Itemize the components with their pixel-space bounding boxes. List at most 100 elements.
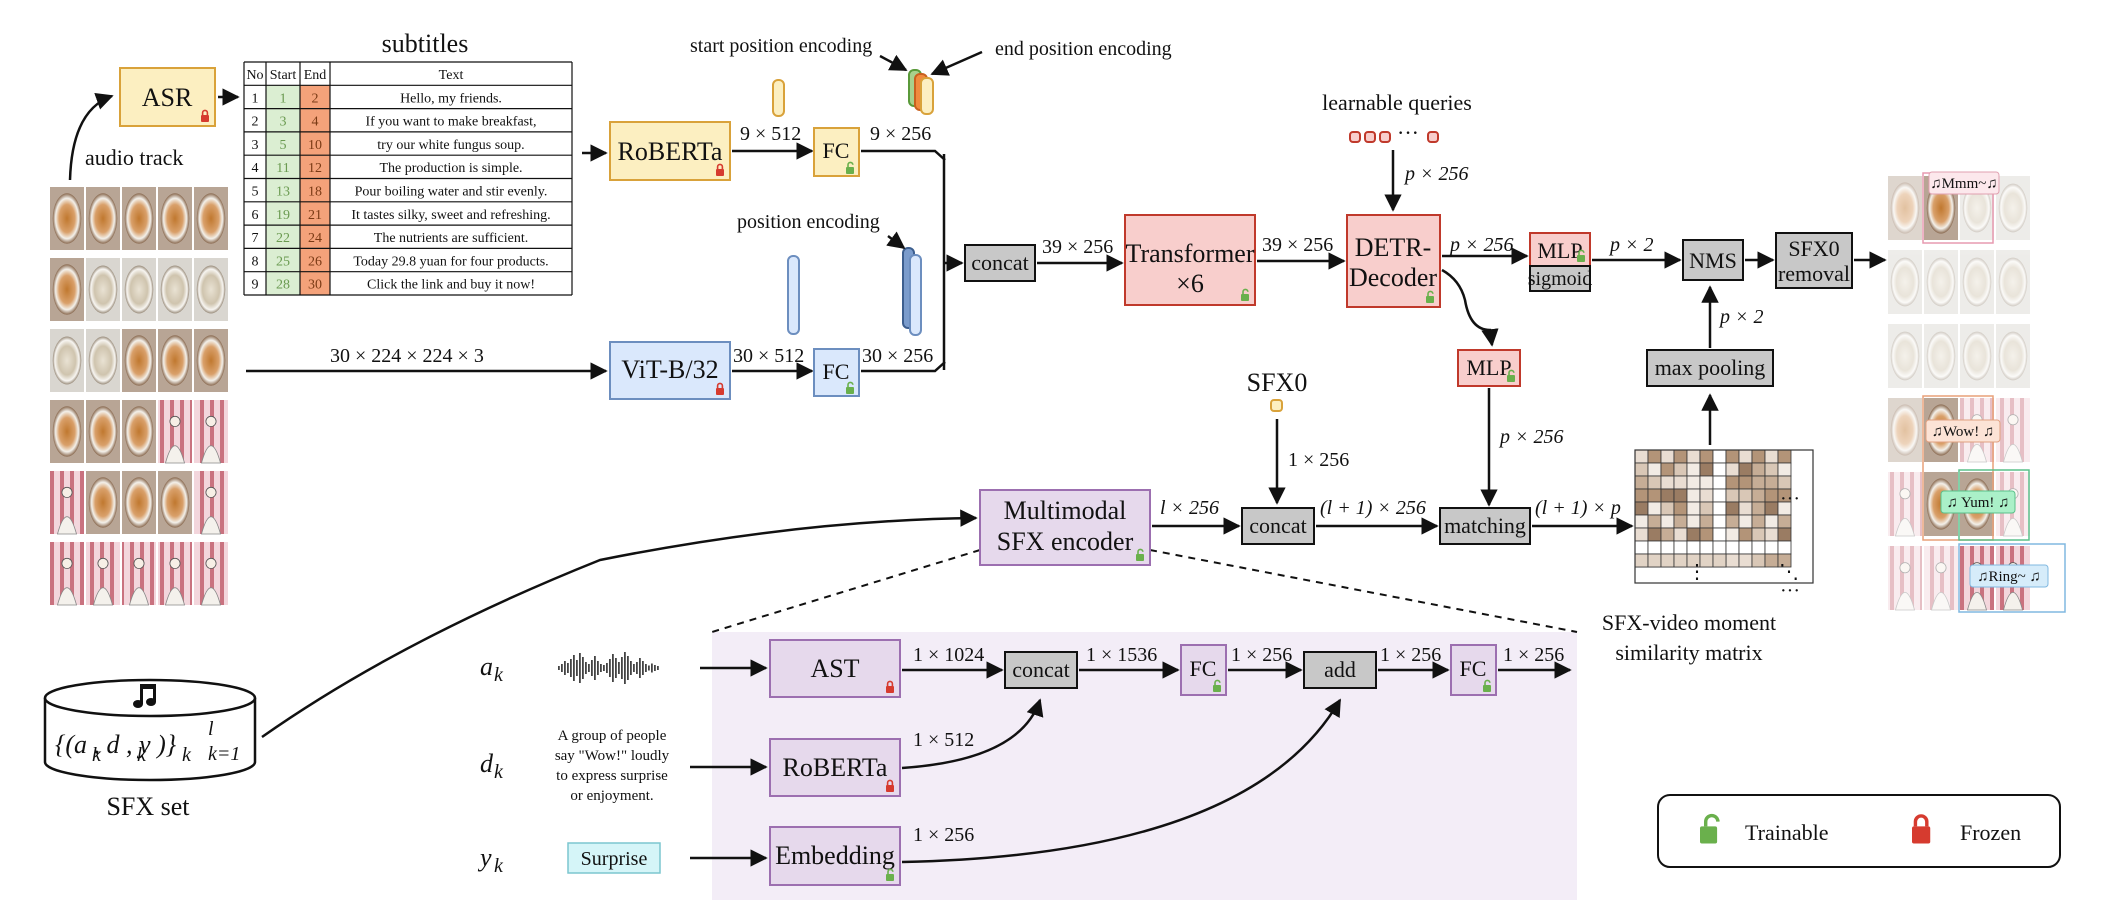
input-dk-sub: k xyxy=(494,761,504,783)
trainable-lock-icon xyxy=(1213,679,1221,692)
input-frame xyxy=(86,471,120,534)
multimodal-line2: SFX encoder xyxy=(997,527,1134,556)
matrix-cell xyxy=(1634,462,1649,477)
end-position-encoding-label: end position encoding xyxy=(995,38,1172,60)
input-frame xyxy=(194,187,228,250)
frozen-lock-icon xyxy=(886,680,894,693)
waveform-bar xyxy=(597,661,599,675)
waveform-bar xyxy=(582,657,584,679)
table-cell: 8 xyxy=(252,254,259,269)
waveform-bar xyxy=(615,658,617,678)
add-label: add xyxy=(1324,657,1356,682)
table-cell: 4 xyxy=(312,115,319,130)
matrix-cell xyxy=(1686,488,1701,503)
dim-1x256-emb: 1 × 256 xyxy=(913,824,974,846)
waveform-bar xyxy=(642,661,644,675)
table-cell: Today 29.8 yuan for four products. xyxy=(353,254,548,269)
matrix-cell xyxy=(1647,449,1662,464)
table-cell: 7 xyxy=(252,231,259,246)
sfx-set-sub-a: k xyxy=(92,744,102,766)
table-cell: 1 xyxy=(252,91,259,106)
audio-to-asr-arrow xyxy=(68,92,114,181)
embedding-to-add-arrow xyxy=(901,698,1342,864)
dim-px2-a: p × 2 xyxy=(1608,234,1654,256)
table-cell: 9 xyxy=(252,278,259,293)
dim-1x256-out: 1 × 256 xyxy=(1503,644,1564,666)
table-cell: The production is simple. xyxy=(379,161,522,176)
matrix-cell xyxy=(1764,449,1779,464)
matrix-cell xyxy=(1686,449,1701,464)
sfx-bubble-mmm xyxy=(1928,171,2000,195)
input-frame xyxy=(158,400,192,464)
matrix-cell xyxy=(1751,501,1766,516)
waveform-bar xyxy=(606,663,608,673)
table-column-2 xyxy=(300,85,330,295)
sfx0-token xyxy=(1270,399,1283,412)
start-position-encoding-label: start position encoding xyxy=(690,35,872,57)
matrix-cell xyxy=(1712,488,1727,503)
table-cell: 5 xyxy=(280,138,287,153)
matrix-cell xyxy=(1751,553,1766,568)
matching-label: matching xyxy=(1444,513,1526,538)
output-frame xyxy=(1960,324,1994,388)
matrix-cell xyxy=(1764,462,1779,477)
waveform-bar xyxy=(564,661,566,675)
nms-label: NMS xyxy=(1689,248,1737,273)
sfx-bubble-yum-text: ♫ Yum! ♫ xyxy=(1947,495,2010,511)
matrix-cell xyxy=(1673,462,1688,477)
matrix-cell xyxy=(1686,514,1701,529)
sfx-set-formula: {(a , d , y )} xyxy=(55,730,177,759)
waveform-bar xyxy=(558,666,560,670)
matrix-cell xyxy=(1686,540,1701,555)
waveform-bar xyxy=(633,664,635,672)
asr-label: ASR xyxy=(142,83,193,112)
dim-1x512: 1 × 512 xyxy=(913,729,974,751)
table-cell: Click the link and buy it now! xyxy=(367,278,535,293)
matrix-cell xyxy=(1738,449,1753,464)
matrix-cell xyxy=(1634,540,1649,555)
concat-middle xyxy=(1241,507,1315,545)
matrix-cell xyxy=(1673,514,1688,529)
table-cell: 13 xyxy=(276,185,290,200)
dim-px256-match: p × 256 xyxy=(1498,426,1564,448)
waveform-bar xyxy=(588,664,590,672)
fc-bottom-1-label: FC xyxy=(1190,656,1217,681)
matrix-cell xyxy=(1712,449,1727,464)
waveform-bar xyxy=(621,657,623,679)
input-frame xyxy=(158,258,192,321)
sfx-set-database xyxy=(43,698,257,782)
similarity-matrix xyxy=(1634,449,1814,584)
matrix-cell xyxy=(1725,514,1740,529)
matrix-cell xyxy=(1634,501,1649,516)
input-dk: d xyxy=(480,749,494,778)
embedding-label: Embedding xyxy=(775,841,895,870)
input-frame xyxy=(158,471,192,534)
matrix-cell xyxy=(1738,475,1753,490)
input-frame xyxy=(86,258,120,321)
output-frame xyxy=(1924,324,1958,388)
nms-box xyxy=(1682,239,1744,281)
matrix-cell xyxy=(1764,488,1779,503)
table-cell: 30 xyxy=(308,278,322,293)
frozen-lock-icon xyxy=(886,779,894,792)
legend-box xyxy=(1657,794,2061,868)
table-cell: 11 xyxy=(276,161,289,176)
matrix-cell xyxy=(1660,527,1675,542)
waveform-bar xyxy=(636,662,638,674)
mlp-head-label: MLP xyxy=(1537,238,1582,263)
output-frame xyxy=(1888,546,1922,611)
dim-1x256-fc: 1 × 256 xyxy=(1231,644,1292,666)
waveform-bar xyxy=(651,663,653,673)
matrix-cell xyxy=(1673,475,1688,490)
frozen-lock-icon xyxy=(716,382,724,395)
table-header: No xyxy=(246,68,263,83)
matrix-cell xyxy=(1660,475,1675,490)
detr-decoder xyxy=(1346,214,1441,308)
matrix-cell xyxy=(1686,475,1701,490)
matrix-cell xyxy=(1777,553,1792,568)
matrix-cell xyxy=(1634,553,1649,568)
desc-line-1: A group of people xyxy=(558,728,667,744)
dim-px2-b: p × 2 xyxy=(1718,306,1764,328)
desc-line-2: say "Wow!" loudly xyxy=(555,748,670,764)
transformer-x6-label: ×6 xyxy=(1176,269,1204,298)
